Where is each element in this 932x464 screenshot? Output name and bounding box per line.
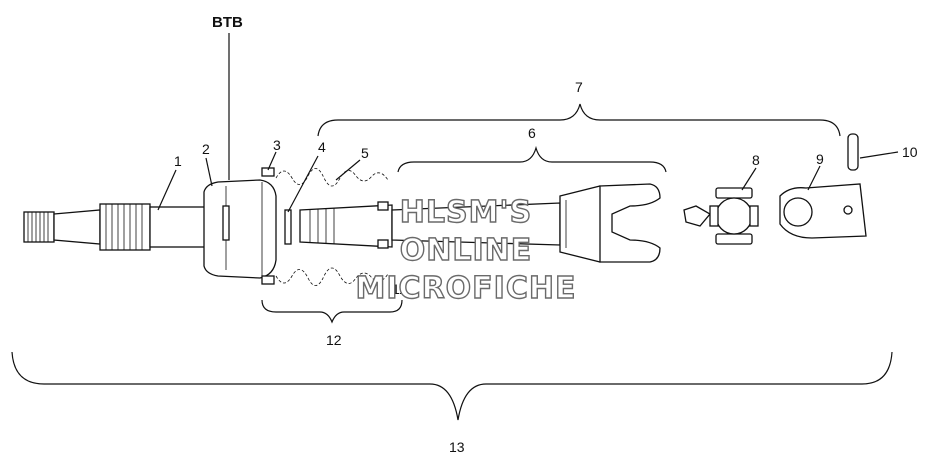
- part-8-ujoint: [683, 187, 759, 245]
- callout-8: 8: [752, 152, 760, 168]
- part-4-ring: [284, 209, 292, 245]
- callout-12: 12: [326, 332, 342, 348]
- part-11-inner-shaft: [299, 201, 393, 249]
- brace-13: [11, 351, 893, 421]
- part-1-shaft: [23, 203, 207, 251]
- callout-3: 3: [273, 137, 281, 153]
- btb-label: BTB: [212, 14, 243, 31]
- watermark-line-3: MICROFICHE: [356, 271, 577, 306]
- callout-7: 7: [575, 79, 583, 95]
- brace-12: [261, 299, 403, 324]
- part-3-clamp: [261, 167, 275, 285]
- callout-4: 4: [318, 139, 326, 155]
- callout-13: 13: [449, 439, 465, 455]
- callout-1: 1: [174, 153, 182, 169]
- callout-9: 9: [816, 151, 824, 167]
- leader-lines: [157, 151, 899, 213]
- watermark-line-2: ONLINE: [400, 233, 533, 268]
- callout-2: 2: [202, 141, 210, 157]
- callout-10: 10: [902, 144, 918, 160]
- part-6-yoke-shaft: [391, 183, 661, 263]
- brace-7: [317, 103, 841, 137]
- part-10-pin: [847, 133, 859, 171]
- part-9-yoke-bracket: [779, 183, 867, 239]
- callout-6: 6: [528, 125, 536, 141]
- callout-11: 11: [392, 281, 407, 297]
- callout-5: 5: [361, 145, 369, 161]
- watermark-line-1: HLSM'S: [400, 195, 532, 230]
- brace-6: [397, 145, 667, 173]
- part-5-boot: [275, 168, 389, 286]
- part-2-cv-housing: [203, 179, 277, 279]
